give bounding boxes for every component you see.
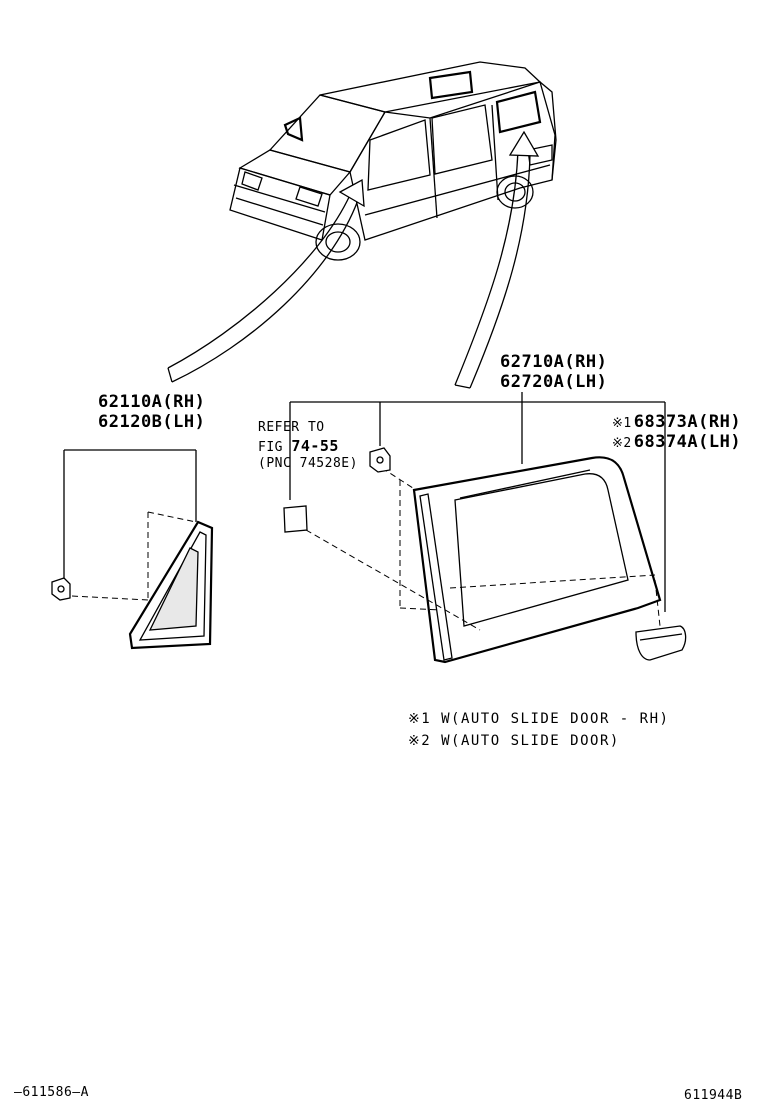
note-line-2: ※2 W(AUTO SLIDE DOOR)	[408, 733, 620, 749]
part-number-rear-rh: 62710A(RH)	[500, 352, 608, 372]
refer-to-label: REFER TO	[258, 420, 325, 435]
part-number-rear-lh: 62720A(LH)	[500, 372, 608, 392]
footer-left-code: —611586—A	[14, 1085, 89, 1100]
note-mark-1: ※1	[612, 416, 632, 431]
part-number-garnish-rh-text: 68373A(RH)	[633, 412, 742, 432]
part-number-front-rh: 62110A(RH)	[98, 392, 206, 412]
rear-quarter-glass-group	[283, 392, 687, 664]
front-quarter-glass-group	[51, 449, 214, 650]
callout-arrows	[167, 130, 540, 389]
refer-pnc-label: (PNC 74528E)	[258, 456, 358, 471]
part-number-front-lh: 62120B(LH)	[98, 412, 206, 432]
refer-fig-number: 74-55	[291, 437, 339, 455]
note-line-1: ※1 W(AUTO SLIDE DOOR - RH)	[408, 711, 670, 727]
refer-fig-prefix: FIG	[258, 440, 283, 455]
vehicle-illustration	[229, 61, 557, 261]
part-number-garnish-lh-text: 68374A(LH)	[633, 432, 742, 452]
refer-fig-line: FIG 74-55	[258, 438, 339, 456]
footer-right-code: 611944B	[684, 1088, 743, 1103]
note-mark-2: ※2	[612, 436, 632, 451]
